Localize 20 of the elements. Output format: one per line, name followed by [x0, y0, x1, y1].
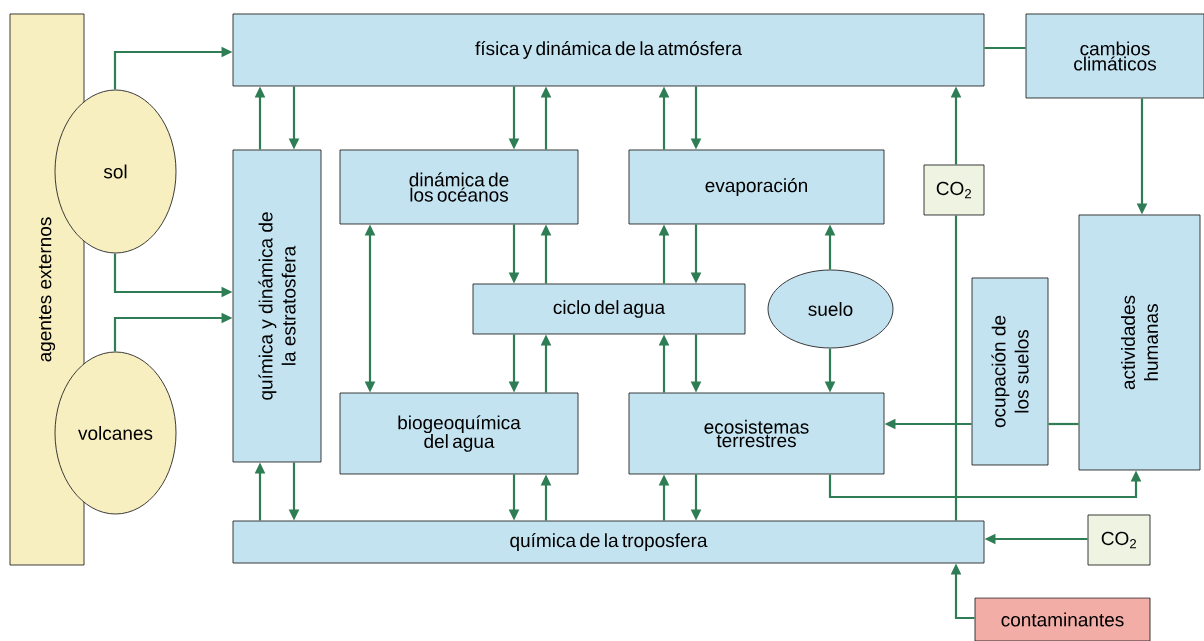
process-box: química de la troposfera [232, 520, 985, 564]
process-box: ocupación de los suelos [971, 277, 1049, 466]
process-box: ciclo del agua [472, 283, 746, 335]
connector-line [954, 215, 958, 521]
oval-node: suelo [767, 269, 894, 349]
process-box: CO$_{2}$ [1087, 514, 1151, 566]
process-box: ecosistemas terrestres [628, 392, 885, 475]
process-box: CO$_{2}$ [923, 164, 985, 216]
process-box: física y dinámica de la atmósfera [232, 13, 985, 87]
oval-node: volcanes [54, 351, 177, 515]
connector-line [984, 46, 1026, 50]
connector-line [1048, 422, 1079, 426]
process-box: actividades humanas [1078, 214, 1201, 471]
process-box: biogeoquímica del agua [339, 392, 579, 475]
process-box: cambios climáticos [1025, 13, 1204, 99]
process-box: dinámica de los océanos [339, 149, 579, 225]
process-box: química y dinámica de la estratosfera [232, 149, 322, 463]
process-box: evaporación [628, 149, 885, 225]
oval-node: sol [54, 89, 177, 254]
process-box: contaminantes [974, 597, 1151, 641]
